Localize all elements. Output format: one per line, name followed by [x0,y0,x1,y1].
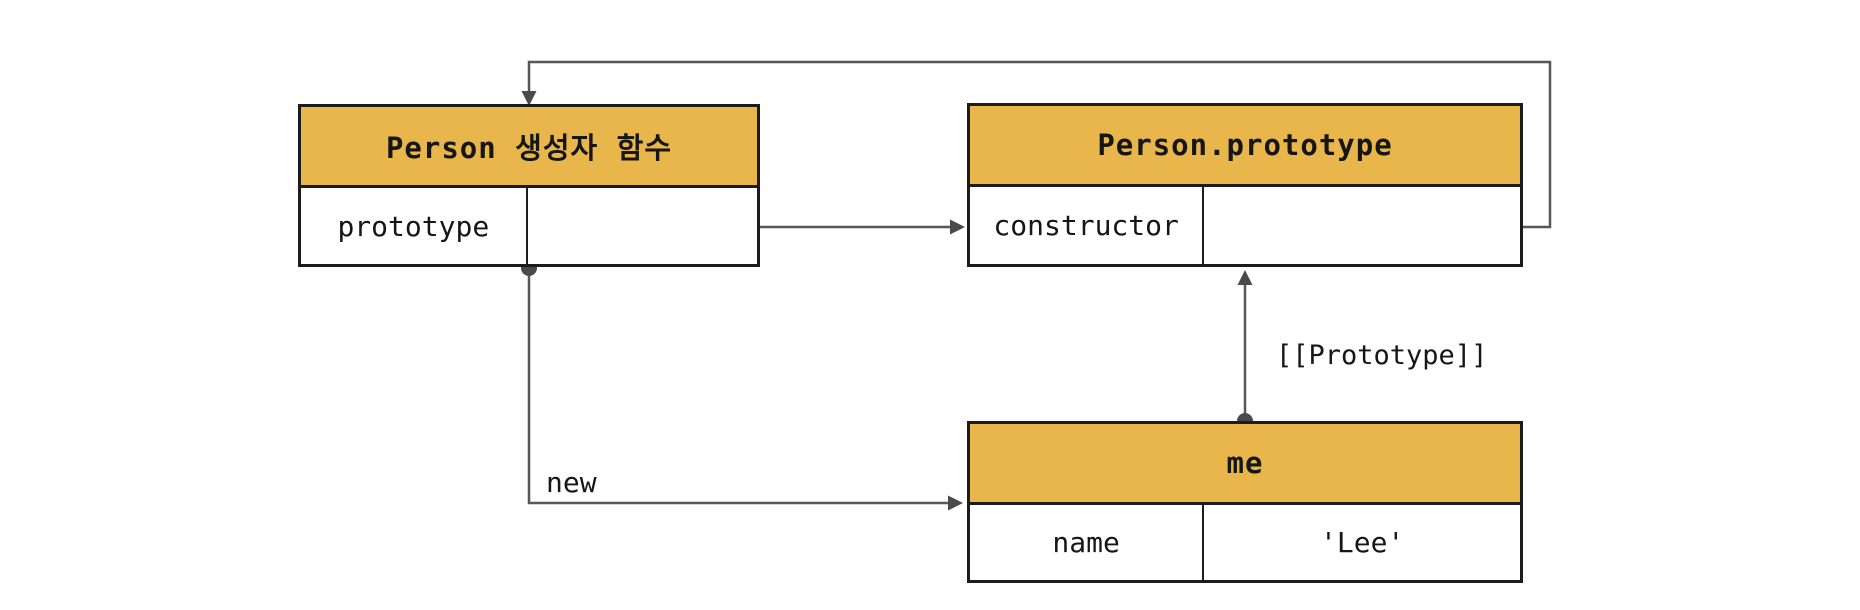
constructor-key-cell: constructor [970,187,1205,264]
constructor-value-cell [1204,187,1520,264]
arrowhead-right-icon [948,495,963,511]
table-row: prototype [301,188,757,264]
name-value-cell: 'Lee' [1204,505,1520,580]
person-constructor-title: Person 생성자 함수 [301,107,757,188]
prototype-link-label: [[Prototype]] [1276,340,1488,371]
arrowhead-up-icon [1237,270,1253,285]
name-key-cell: name [970,505,1205,580]
table-row: constructor [970,187,1520,264]
arrowhead-right-icon [950,219,965,235]
person-prototype-title: Person.prototype [970,106,1520,187]
person-prototype-box: Person.prototype constructor [967,103,1523,267]
me-object-title: me [970,424,1520,505]
person-constructor-box: Person 생성자 함수 prototype [298,104,760,267]
prototype-value-cell [527,188,757,264]
new-arrow [527,268,949,505]
me-object-box: me name 'Lee' [967,421,1523,583]
arrowhead-down-icon [521,91,537,106]
prototype-key-cell: prototype [301,188,528,264]
new-label: new [546,466,597,499]
table-row: name 'Lee' [970,505,1520,580]
